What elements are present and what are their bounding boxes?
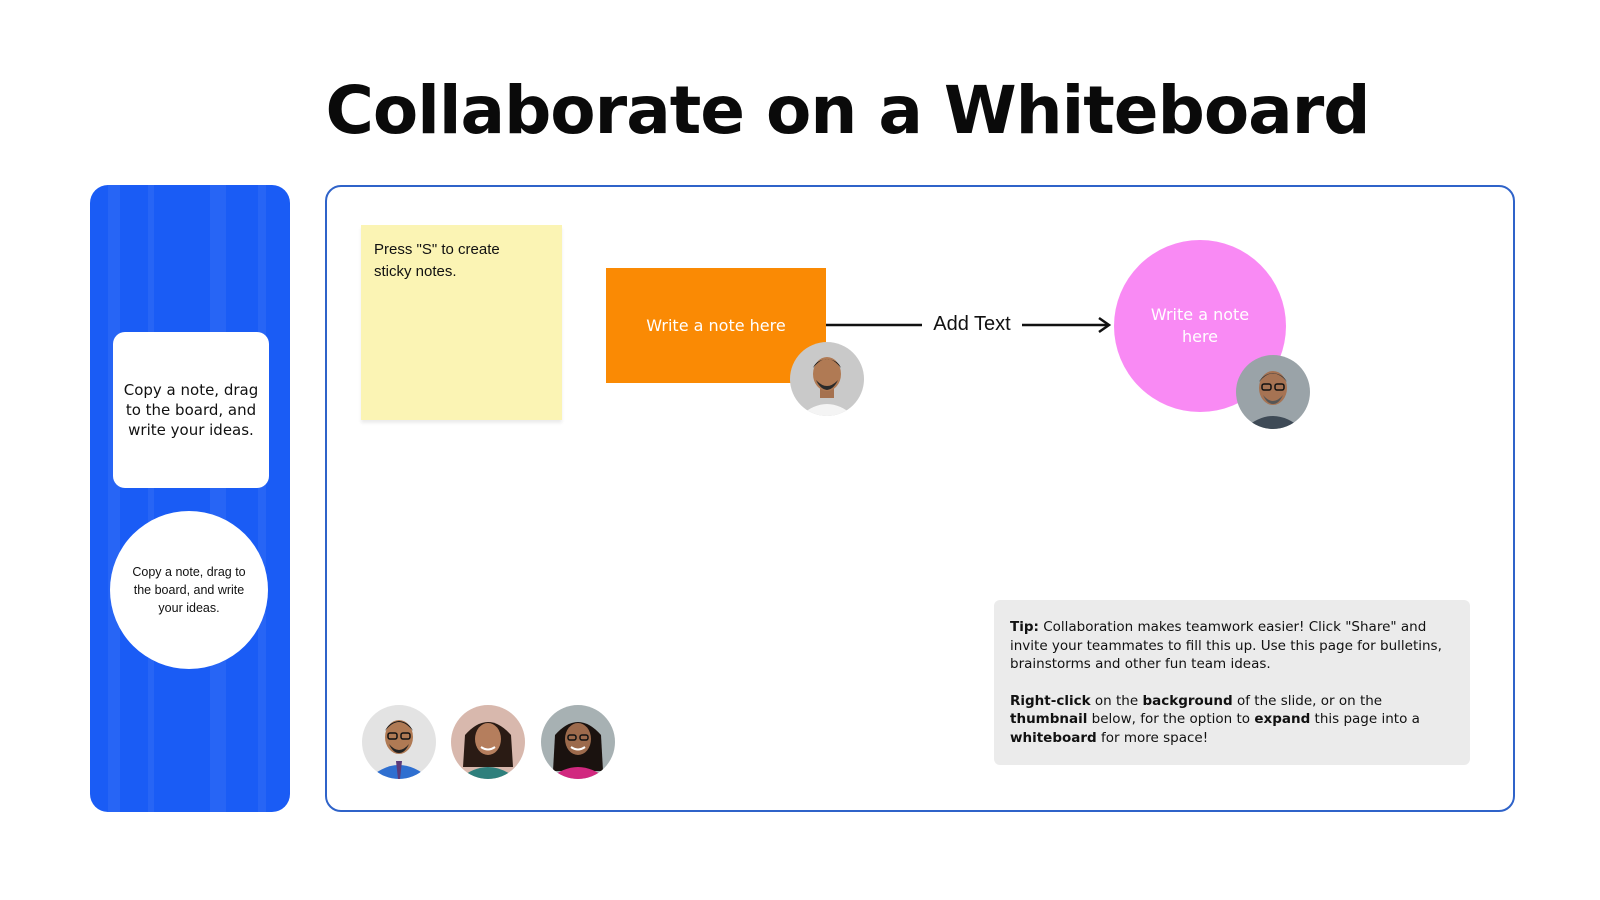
avatar-woman-1 [451, 705, 525, 779]
tip-box: Tip: Collaboration makes teamwork easier… [994, 600, 1470, 765]
tip-segment: on the [1090, 692, 1143, 709]
tip-segment: for more space! [1096, 729, 1209, 746]
tip-text: Collaboration makes teamwork easier! Cli… [1010, 619, 1442, 672]
avatar-man-2 [1236, 355, 1310, 429]
tip-bold-expand: expand [1254, 711, 1311, 727]
tip-paragraph-2: Right-click on the background of the sli… [1010, 692, 1454, 748]
sticky-note-text: Press "S" to create sticky notes. [374, 241, 500, 280]
tip-segment: of the slide, or on the [1232, 692, 1383, 709]
tip-paragraph-1: Tip: Collaboration makes teamwork easier… [1010, 618, 1454, 674]
circle-note-text: Copy a note, drag to the board, and writ… [132, 565, 246, 615]
template-square-note[interactable]: Copy a note, drag to the board, and writ… [113, 332, 269, 488]
square-note-text: Copy a note, drag to the board, and writ… [123, 381, 259, 439]
tip-segment: below, for the option to [1087, 711, 1255, 727]
page-title: Collaborate on a Whiteboard [325, 72, 1371, 149]
tip-segment: this page into a [1310, 711, 1420, 727]
sticky-note[interactable]: Press "S" to create sticky notes. [361, 225, 562, 420]
tip-bold-right-click: Right-click [1010, 692, 1091, 709]
tip-bold-whiteboard: whiteboard [1010, 729, 1097, 746]
tip-bold-thumbnail: thumbnail [1010, 711, 1088, 727]
orange-note-text: Write a note here [646, 316, 786, 335]
template-circle-note[interactable]: Copy a note, drag to the board, and writ… [110, 511, 268, 669]
avatar-man-1 [790, 342, 864, 416]
tip-lead: Tip: [1010, 619, 1039, 635]
orange-note[interactable]: Write a note here [606, 268, 826, 383]
avatar-man-3 [362, 705, 436, 779]
avatar-woman-2 [541, 705, 615, 779]
connector-label[interactable]: Add Text [922, 313, 1022, 336]
pink-note-text: Write a note here [1150, 305, 1250, 346]
tip-bold-background: background [1142, 692, 1233, 709]
notes-palette-panel: Copy a note, drag to the board, and writ… [90, 185, 290, 812]
